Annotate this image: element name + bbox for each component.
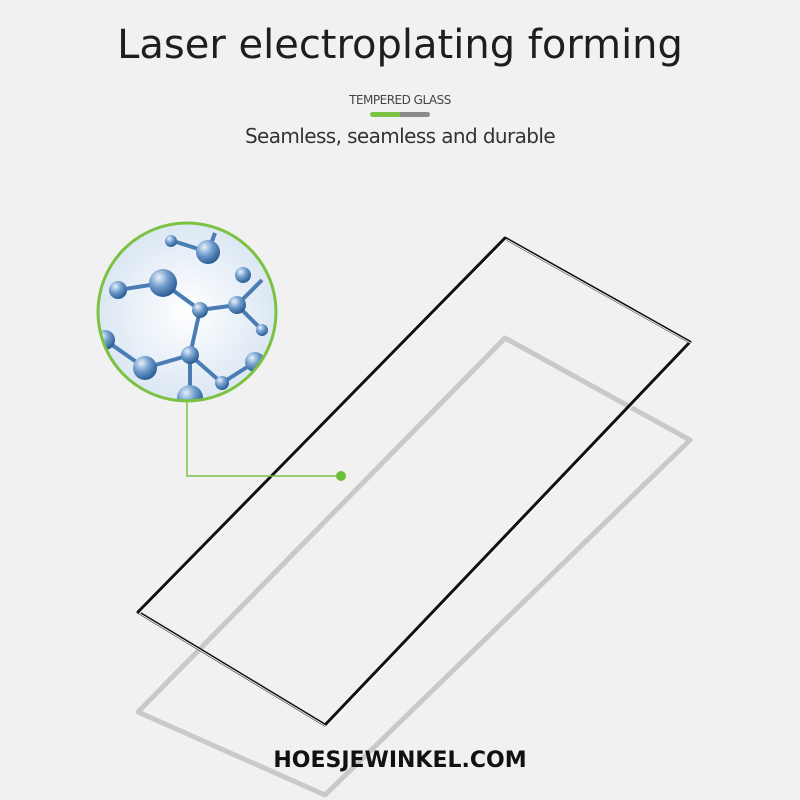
callout-dot [336,471,346,481]
tagline: Seamless, seamless and durable [244,124,556,148]
accent-bar [370,112,430,117]
glass-shadow [135,335,693,798]
tempered-glass-label: TEMPERED GLASS [349,93,451,107]
page-title: Laser electroplating forming [117,22,683,68]
molecule-icon [98,223,276,401]
callout-line [186,400,340,477]
glass-outline [136,236,692,727]
watermark: HOESJEWINKEL.COM [273,748,527,773]
